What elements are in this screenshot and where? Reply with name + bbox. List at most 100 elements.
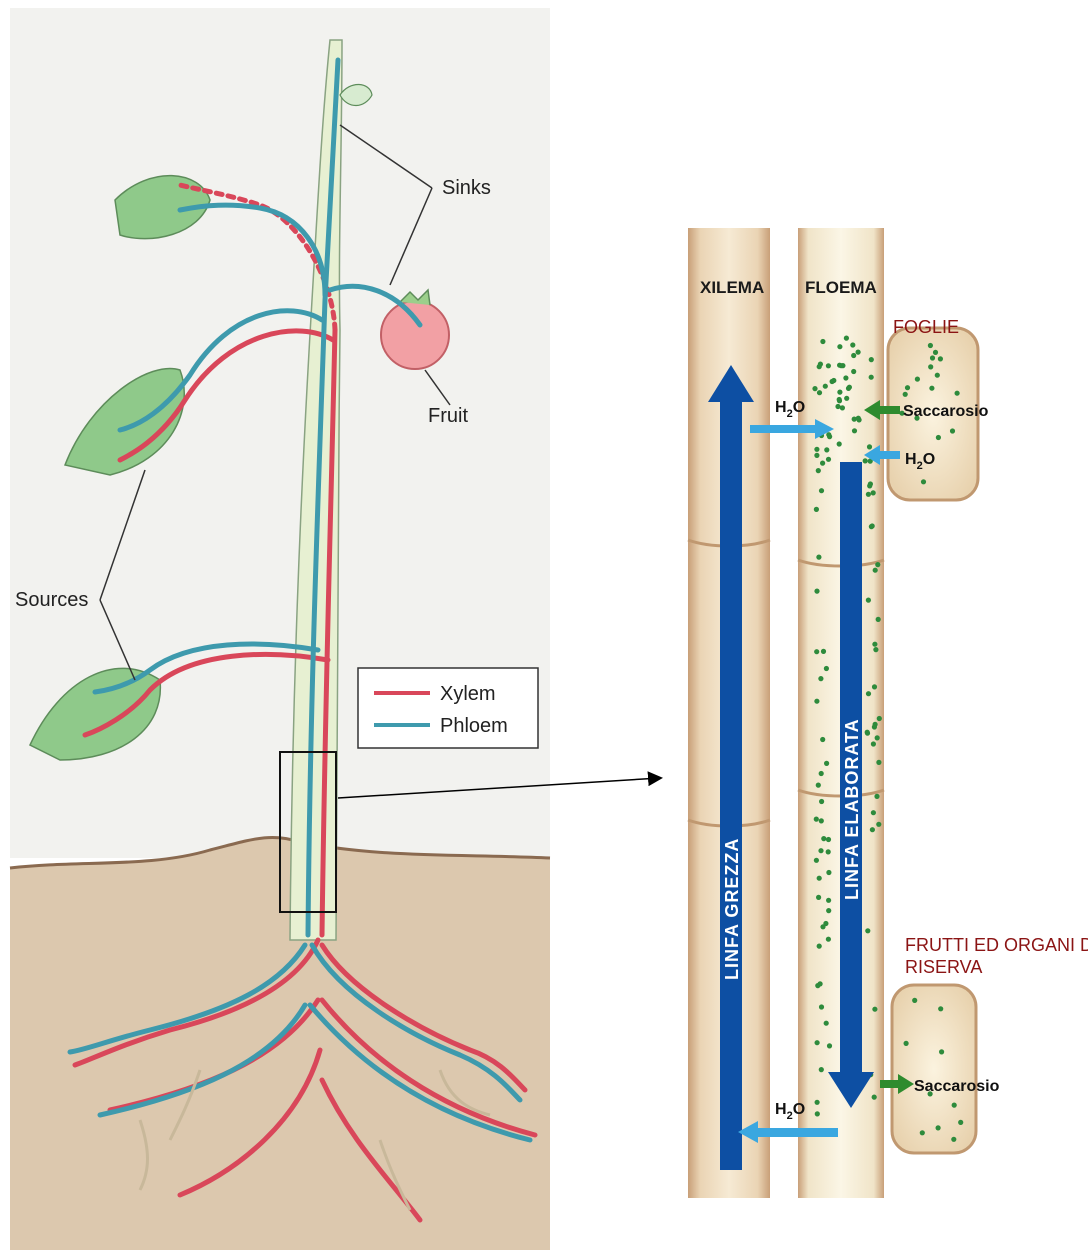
sugar-dot	[876, 760, 881, 765]
sugar-dot	[826, 937, 831, 942]
vessel-diagram: XILEMA FLOEMA FOGLIE FRUTTI ED ORGANI DI…	[688, 228, 1088, 1198]
sugar-dot	[818, 676, 823, 681]
sugar-dot	[915, 377, 920, 382]
sugar-dot	[870, 523, 875, 528]
sugar-dot	[818, 981, 823, 986]
sugar-dot	[865, 928, 870, 933]
saccarosio-bottom-label: Saccarosio	[914, 1078, 1000, 1095]
sugar-dot	[867, 444, 872, 449]
sugar-dot	[817, 944, 822, 949]
sugar-dot	[814, 447, 819, 452]
fruit-label: Fruit	[428, 405, 468, 427]
sugar-dot	[837, 390, 842, 395]
sugar-dot	[815, 1040, 820, 1045]
sugar-dot	[814, 589, 819, 594]
sugar-dot	[820, 461, 825, 466]
sugar-dot	[821, 836, 826, 841]
sugar-dot	[826, 898, 831, 903]
sugar-dot	[819, 488, 824, 493]
sugar-dot	[872, 724, 877, 729]
sugar-dot	[950, 428, 955, 433]
sugar-dot	[866, 598, 871, 603]
sugar-dot	[826, 870, 831, 875]
sugar-dot	[870, 827, 875, 832]
saccarosio-top-label: Saccarosio	[903, 403, 989, 420]
sugar-dot	[938, 356, 943, 361]
sugar-dot	[856, 350, 861, 355]
sugar-dot	[824, 666, 829, 671]
sugar-dot	[912, 998, 917, 1003]
sugar-dot	[837, 397, 842, 402]
sugar-dot	[837, 344, 842, 349]
fruit	[381, 301, 449, 369]
sugar-dot	[835, 404, 840, 409]
sugar-dot	[876, 617, 881, 622]
sugar-dot	[866, 691, 871, 696]
sugar-dot	[826, 432, 831, 437]
sugar-dot	[872, 1095, 877, 1100]
sugar-dot	[939, 1049, 944, 1054]
sugar-dot	[866, 492, 871, 497]
sugar-dot	[820, 737, 825, 742]
sugar-dot	[814, 858, 819, 863]
sugar-dot	[933, 350, 938, 355]
sugar-dot	[951, 1137, 956, 1142]
sugar-dot	[843, 375, 848, 380]
sugar-dot	[824, 761, 829, 766]
sugar-dot	[935, 373, 940, 378]
legend: Xylem Phloem	[358, 668, 538, 748]
sugar-dot	[819, 771, 824, 776]
sugar-dot	[830, 379, 835, 384]
sugar-dot	[815, 1111, 820, 1116]
sugar-dot	[873, 568, 878, 573]
sugar-dot	[850, 342, 855, 347]
sugar-dot	[837, 441, 842, 446]
sugar-dot	[869, 375, 874, 380]
sugar-dot	[905, 385, 910, 390]
sugar-dot	[930, 355, 935, 360]
sugar-dot	[868, 481, 873, 486]
sugar-dot	[818, 848, 823, 853]
sugar-dot	[826, 363, 831, 368]
sugar-dot	[928, 343, 933, 348]
sugar-dot	[874, 794, 879, 799]
sugar-dot	[818, 362, 823, 367]
sugar-dot	[844, 396, 849, 401]
sugar-dot	[876, 822, 881, 827]
sugar-dot	[936, 1125, 941, 1130]
sugar-dot	[839, 363, 844, 368]
sugar-dot	[814, 649, 819, 654]
sugar-dot	[814, 817, 819, 822]
linfa-grezza-label: LINFA GREZZA	[722, 838, 742, 980]
sugar-dot	[821, 649, 826, 654]
sugar-dot	[819, 1004, 824, 1009]
sugar-dot	[863, 458, 868, 463]
sinks-label: Sinks	[442, 177, 491, 199]
sugar-dot	[824, 1021, 829, 1026]
plant-illustration: Sinks Fruit Sources Xylem Phloem	[10, 8, 660, 1250]
sugar-dot	[840, 405, 845, 410]
sugar-dot	[814, 699, 819, 704]
sugar-dot	[819, 1067, 824, 1072]
sugar-dot	[904, 1041, 909, 1046]
sugar-dot	[872, 1007, 877, 1012]
linfa-elaborata-label: LINFA ELABORATA	[842, 718, 862, 900]
sugar-dot	[816, 468, 821, 473]
sugar-dot	[851, 353, 856, 358]
legend-xylem-label: Xylem	[440, 683, 496, 705]
storage-cell	[892, 985, 976, 1153]
sugar-dot	[869, 357, 874, 362]
sugar-dot	[826, 457, 831, 462]
sugar-dot	[847, 385, 852, 390]
frutti-label-line1: FRUTTI ED ORGANI DI	[905, 935, 1088, 955]
sugar-dot	[872, 684, 877, 689]
sugar-dot	[875, 735, 880, 740]
sugar-dot	[817, 876, 822, 881]
sugar-dot	[936, 435, 941, 440]
sugar-dot	[952, 1103, 957, 1108]
sugar-dot	[820, 339, 825, 344]
xilema-title: XILEMA	[700, 278, 764, 297]
sugar-dot	[814, 453, 819, 458]
sugar-dot	[955, 391, 960, 396]
